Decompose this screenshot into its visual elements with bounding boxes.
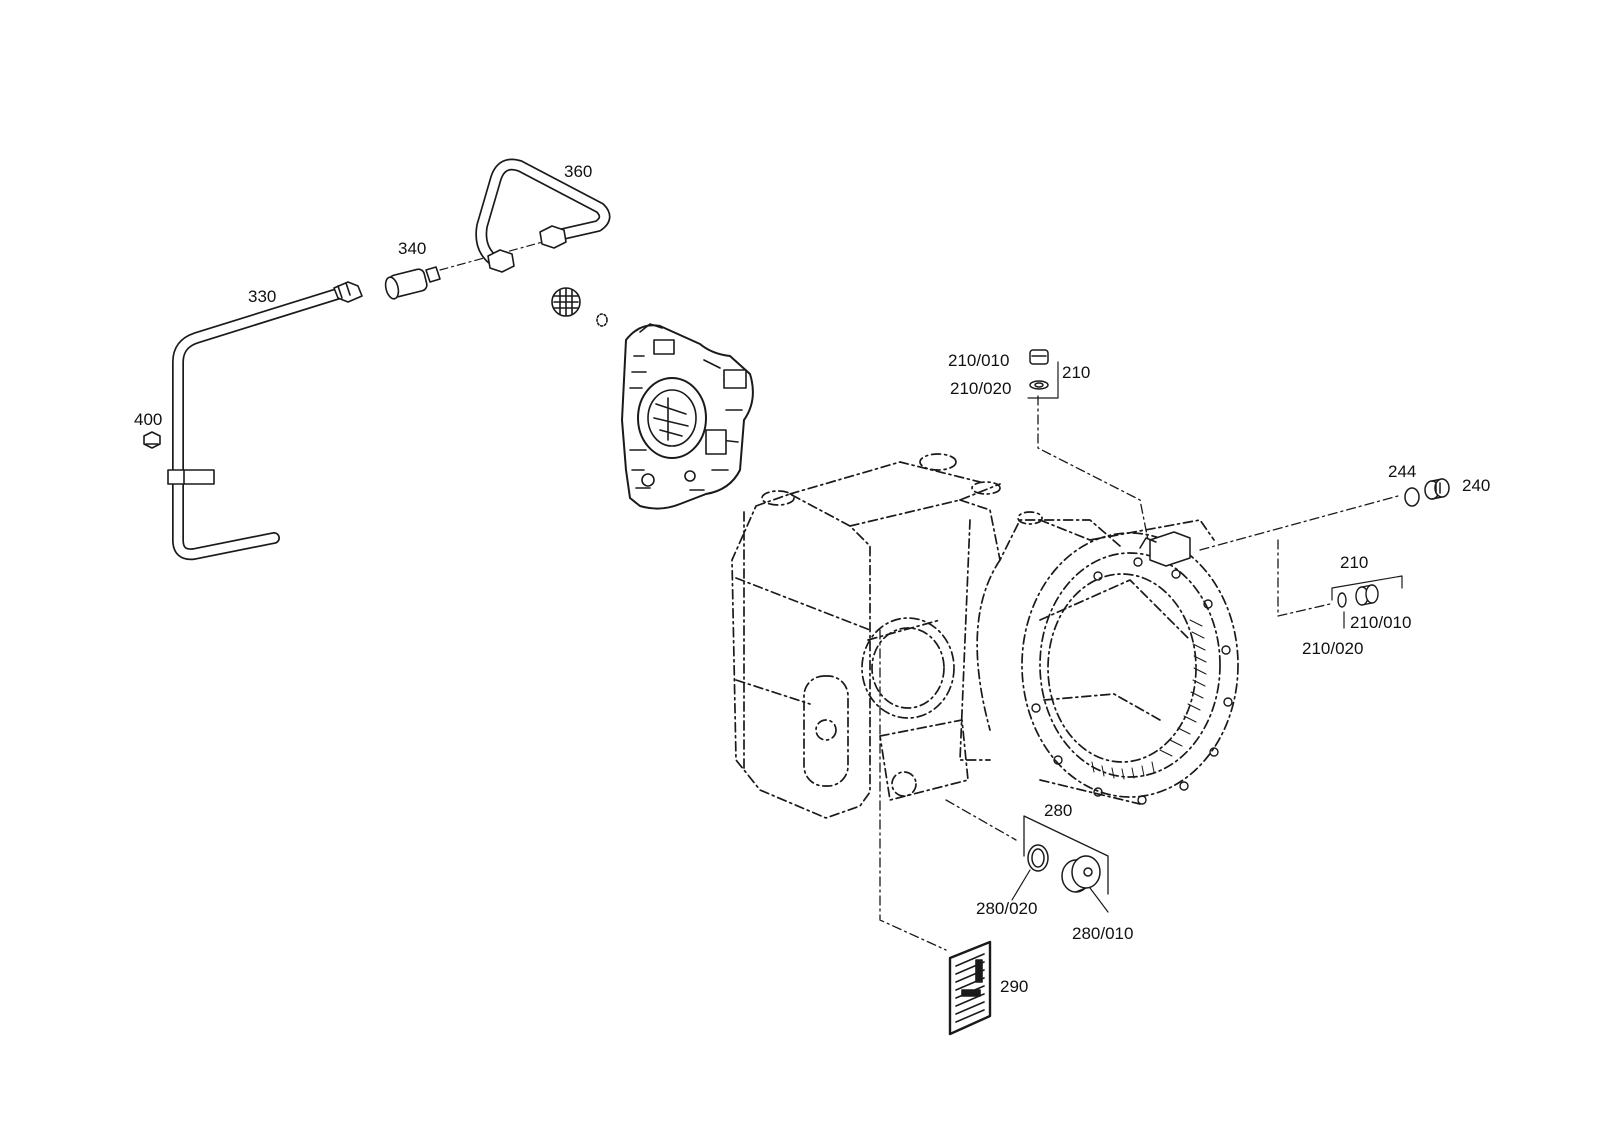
plug-240 [1424, 478, 1450, 500]
callout-240: 240 [1462, 476, 1491, 495]
cover-290 [948, 940, 992, 1036]
callout-210-top: 210 [1062, 363, 1091, 382]
callout-210-020-top: 210/020 [950, 379, 1012, 398]
flange-knurl-pattern [1091, 619, 1207, 780]
adapter-340 [384, 266, 441, 300]
callout-210-010-top: 210/010 [948, 351, 1010, 370]
callout-210-right: 210 [1340, 553, 1369, 572]
callout-360: 360 [564, 162, 593, 181]
callout-400: 400 [134, 410, 163, 429]
callout-280: 280 [1044, 801, 1073, 820]
seal-244 [1404, 487, 1420, 507]
callout-340: 340 [398, 239, 427, 258]
control-valve-block [621, 323, 754, 510]
plug-280-group [1011, 815, 1109, 913]
flange-bolt-holes [1031, 557, 1233, 805]
transmission-housing [731, 453, 1239, 819]
callout-244: 244 [1388, 462, 1417, 481]
callout-210-010-right: 210/010 [1350, 613, 1412, 632]
callout-210-020-right: 210/020 [1302, 639, 1364, 658]
strainer [551, 287, 608, 327]
assembly-leader-lines [879, 395, 1399, 951]
plug-210-top [1027, 349, 1059, 399]
pipe-clamp [167, 469, 215, 485]
fitting-400 [143, 431, 161, 449]
pipe-360 [475, 158, 611, 273]
pipe-330 [172, 281, 363, 561]
callout-280-010: 280/010 [1072, 924, 1134, 943]
callout-280-020: 280/020 [976, 899, 1038, 918]
plug-210-right-group [1331, 575, 1403, 629]
housing-boss-right [1139, 531, 1191, 567]
callout-330: 330 [248, 287, 277, 306]
callout-290: 290 [1000, 977, 1029, 996]
